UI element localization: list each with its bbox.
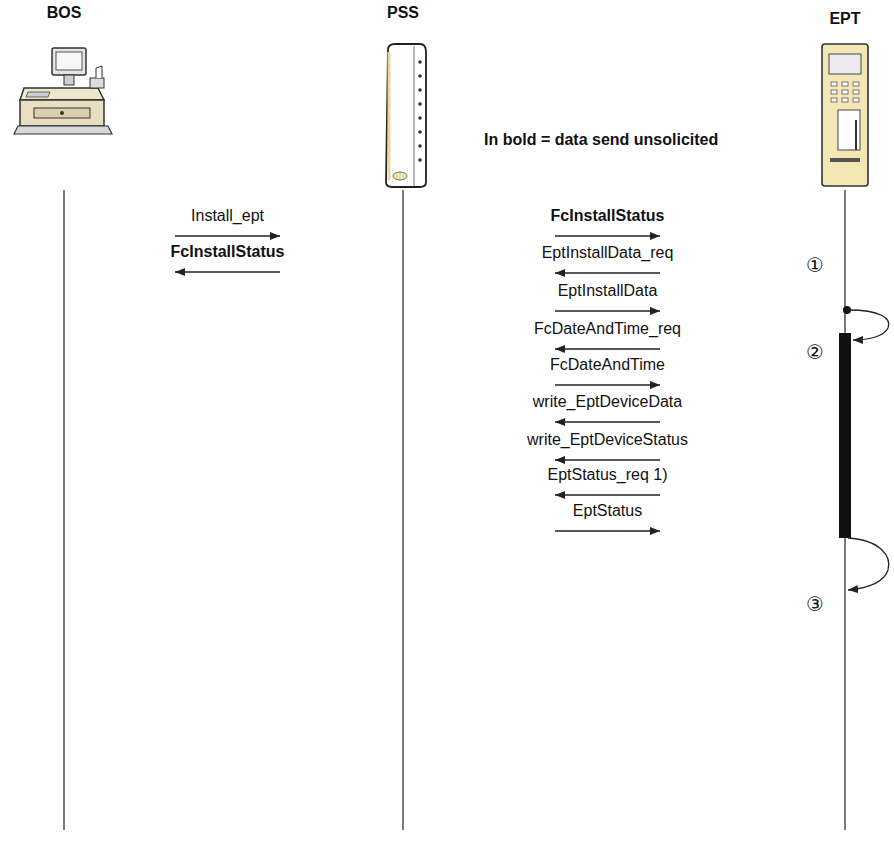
activation-bar	[839, 333, 851, 538]
note-text: In bold = data send unsolicited	[484, 131, 718, 149]
message-arrow	[555, 530, 660, 531]
message-arrow	[555, 272, 660, 273]
ept-terminal-icon	[822, 44, 868, 186]
participant-name: EPT	[829, 10, 860, 28]
message-arrow	[555, 348, 660, 349]
message-label: FcInstallStatus	[551, 207, 665, 225]
message-arrow	[555, 235, 660, 236]
callout-number: ①	[806, 254, 824, 276]
pss-tower-icon	[386, 44, 426, 187]
participant-column: PSS	[280, 0, 555, 845]
participant-column: EPT	[660, 0, 894, 845]
self-arrow	[848, 538, 889, 590]
message-arrow	[555, 310, 660, 311]
message-label: FcInstallStatus	[171, 243, 285, 261]
message-label: EptStatus	[573, 502, 642, 520]
message-label: FcDateAndTime_req	[534, 320, 681, 338]
message-label: write_EptDeviceStatus	[527, 431, 688, 449]
message-label: write_EptDeviceData	[533, 393, 682, 411]
lifeline	[63, 190, 64, 830]
participant-name: BOS	[47, 4, 82, 22]
message-arrow	[555, 459, 660, 460]
message-arrow	[555, 421, 660, 422]
participant-name: PSS	[387, 4, 419, 22]
message-arrow	[555, 384, 660, 385]
callout-number: ②	[806, 341, 824, 363]
message-label: EptStatus_req 1)	[547, 466, 667, 484]
self-arrow	[848, 310, 889, 340]
callout-number: ③	[806, 593, 824, 615]
message-arrow	[175, 271, 280, 272]
message-arrow	[555, 494, 660, 495]
message-label: Install_ept	[191, 207, 264, 225]
lifeline	[402, 190, 403, 830]
cash-register-icon	[14, 48, 112, 134]
participant-column: BOS	[0, 0, 175, 845]
message-label: EptInstallData_req	[542, 244, 674, 262]
message-label: FcDateAndTime	[550, 356, 665, 374]
message-label: EptInstallData	[558, 282, 658, 300]
message-arrow	[175, 235, 280, 236]
